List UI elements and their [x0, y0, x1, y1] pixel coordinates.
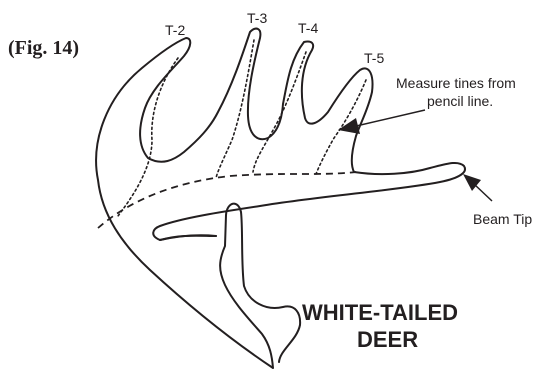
tine-label-t5: T-5 — [364, 50, 384, 66]
figure-label: (Fig. 14) — [8, 37, 79, 59]
title-line1: WHITE-TAILED — [302, 300, 458, 325]
pencil-line — [98, 172, 356, 228]
beam-tip-leader-line — [474, 184, 492, 201]
measure-callout-line2: pencil line. — [427, 93, 493, 109]
title-line2: DEER — [357, 327, 418, 352]
measure-callout-line1: Measure tines from — [396, 75, 516, 91]
tine-label-t2: T-2 — [165, 22, 185, 38]
beam-tip-callout: Beam Tip — [473, 211, 532, 227]
tine-label-t3: T-3 — [247, 10, 267, 26]
tine-line-t4 — [253, 52, 306, 172]
tine-label-t4: T-4 — [298, 20, 318, 36]
beam-base-curve — [160, 236, 216, 240]
